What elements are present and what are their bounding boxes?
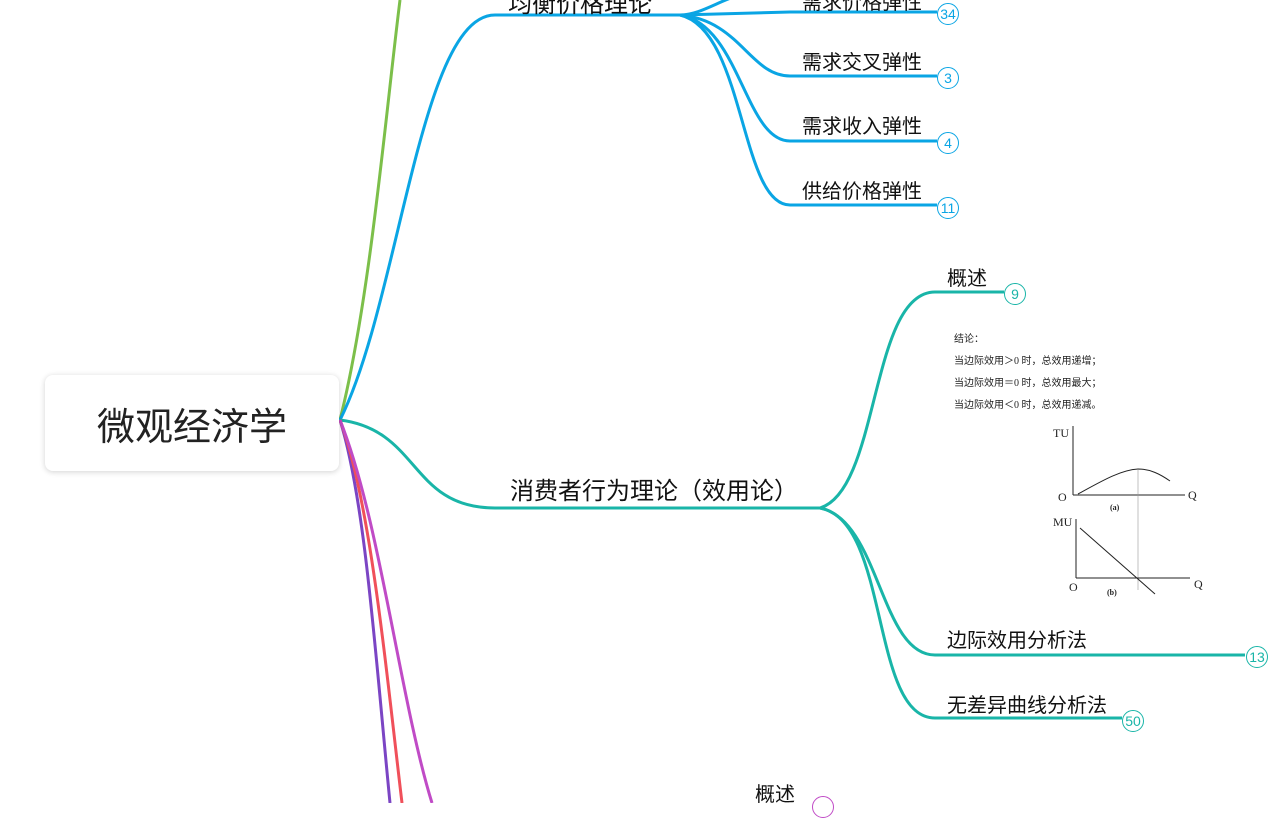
- node-consumer-child-0[interactable]: 边际效用分析法: [947, 630, 1087, 652]
- root-node[interactable]: 微观经济学: [45, 375, 339, 471]
- connector-pink: [338, 419, 434, 803]
- count-badge[interactable]: 3: [937, 67, 959, 89]
- note-line: 结论：: [954, 334, 984, 345]
- connector-price-child-1: [679, 10, 937, 17]
- node-price-child-0[interactable]: 需求价格弹性: [802, 0, 922, 14]
- utility-graphs: [1072, 426, 1190, 595]
- node-price-theory[interactable]: 均衡价格理论: [508, 0, 652, 18]
- note-image[interactable]: 结论： 当边际效用＞0 时，总效用递增； 当边际效用＝0 时，总效用最大； 当边…: [950, 322, 1215, 602]
- connector-consumer-overview: [819, 290, 1004, 510]
- note-line: 当边际效用＞0 时，总效用递增；: [954, 356, 1102, 367]
- count-badge[interactable]: 34: [937, 3, 959, 25]
- node-price-child-2[interactable]: 需求收入弹性: [802, 116, 922, 138]
- graph-a-origin: O: [1058, 490, 1067, 504]
- tu-curve: [1077, 468, 1171, 495]
- connector-price-child-3: [679, 13, 937, 143]
- connector-consumer: [339, 418, 820, 510]
- count-badge[interactable]: 11: [937, 197, 959, 219]
- graph-a-caption: (a): [1110, 503, 1120, 512]
- count-badge[interactable]: 4: [937, 132, 959, 154]
- connector-price-child-4: [679, 13, 937, 207]
- connector-consumer-child-1: [819, 506, 1122, 720]
- mu-line: [1079, 527, 1156, 595]
- node-price-child-3[interactable]: 供给价格弹性: [802, 181, 922, 203]
- connector-price-child-2: [679, 13, 937, 78]
- node-consumer[interactable]: 消费者行为理论（效用论）: [510, 478, 798, 505]
- node-price-child-1[interactable]: 需求交叉弹性: [802, 52, 922, 74]
- count-badge-partial[interactable]: [812, 796, 834, 818]
- graph-b-x-label: Q: [1194, 577, 1203, 591]
- graph-a-y-label: TU: [1053, 426, 1069, 440]
- graph-b-caption: (b): [1107, 588, 1117, 597]
- connector-green: [338, 0, 402, 421]
- node-next-overview[interactable]: 概述: [755, 784, 795, 806]
- root-label: 微观经济学: [96, 406, 287, 449]
- count-badge[interactable]: 50: [1122, 710, 1144, 732]
- count-badge[interactable]: 13: [1246, 646, 1268, 668]
- graph-b-y-label: MU: [1053, 515, 1073, 529]
- connector-price-theory: [338, 13, 680, 421]
- note-line: 当边际效用＝0 时，总效用最大；: [954, 378, 1102, 389]
- node-consumer-child-1[interactable]: 无差异曲线分析法: [947, 695, 1107, 717]
- count-badge[interactable]: 9: [1004, 283, 1026, 305]
- note-line: 当边际效用＜0 时，总效用递减。: [954, 400, 1102, 411]
- graph-a-x-label: Q: [1188, 488, 1197, 502]
- node-consumer-overview[interactable]: 概述: [947, 268, 987, 290]
- connector-purple: [338, 419, 392, 803]
- graph-b-origin: O: [1069, 580, 1078, 594]
